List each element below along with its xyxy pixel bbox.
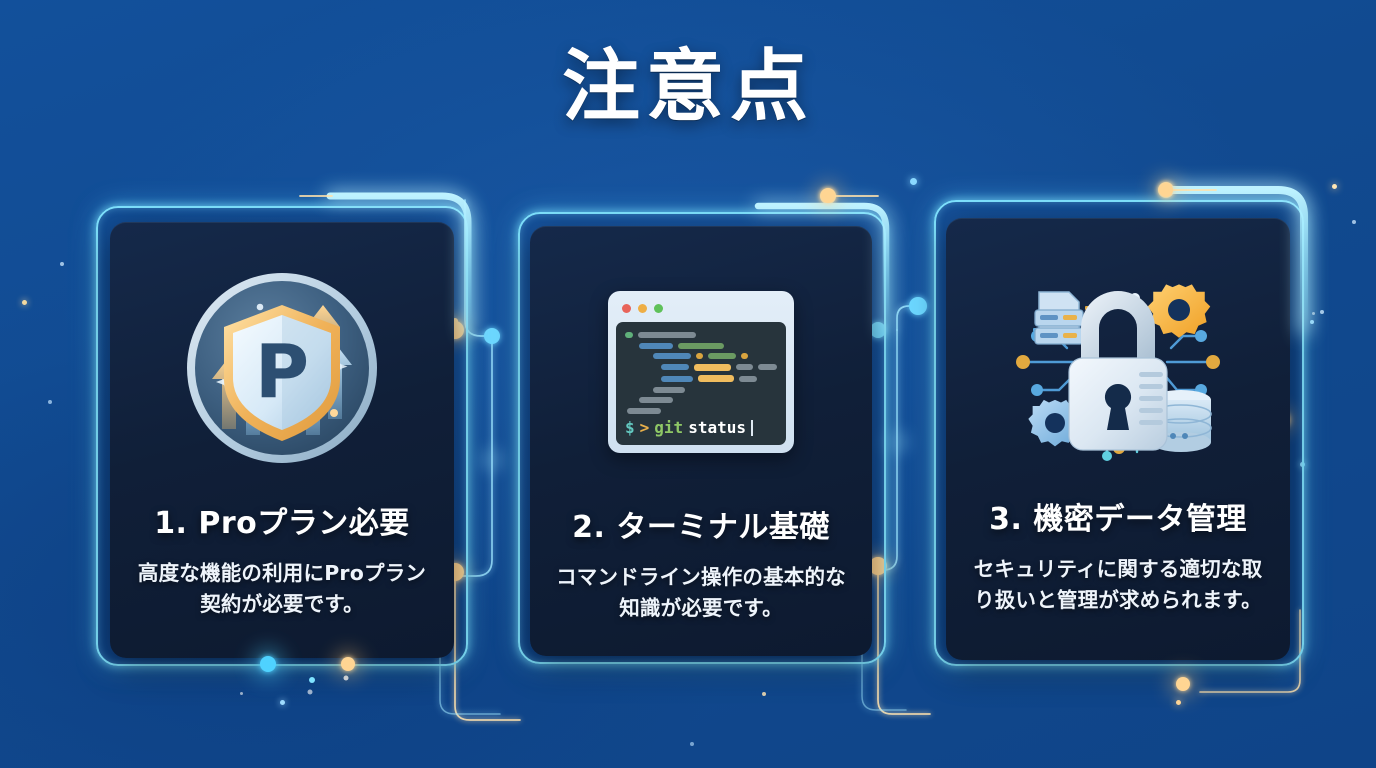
card-title: 3. 機密データ管理 xyxy=(989,502,1247,537)
terminal-content: $ > git status xyxy=(616,322,786,445)
card-terminal-basics[interactable]: $ > git status 2. ターミナル基礎 コマンドライン操作の基本的な… xyxy=(518,212,886,664)
terminal-code-lines xyxy=(625,332,777,418)
prompt-symbol: $ xyxy=(625,418,635,437)
particle xyxy=(1320,310,1324,314)
shield-pro-badge-icon: P xyxy=(182,268,382,468)
server-stack-icon xyxy=(1034,291,1084,345)
terminal-window-icon: $ > git status xyxy=(608,272,794,472)
card-title: 2. ターミナル基礎 xyxy=(572,510,830,545)
traffic-light-maximize-icon xyxy=(654,304,663,313)
particle xyxy=(762,692,766,696)
code-line xyxy=(625,363,777,371)
card-description: コマンドライン操作の基本的な知識が必要です。 xyxy=(556,565,846,621)
code-line xyxy=(625,397,777,403)
particle xyxy=(1176,700,1181,705)
terminal-window: $ > git status xyxy=(608,291,794,453)
code-line xyxy=(625,375,777,382)
particle xyxy=(60,262,64,266)
terminal-cursor xyxy=(750,419,753,436)
particle xyxy=(1310,320,1314,324)
code-line xyxy=(625,332,777,338)
particle xyxy=(22,300,27,305)
shield-letter: P xyxy=(255,329,309,415)
prompt-arrow-icon: > xyxy=(639,418,650,437)
card-neon-frame xyxy=(518,212,886,664)
particle xyxy=(1332,184,1337,189)
particle xyxy=(910,178,917,185)
terminal-prompt: $ > git status xyxy=(625,418,777,437)
code-line xyxy=(625,353,777,359)
terminal-titlebar xyxy=(616,299,786,318)
gear-icon xyxy=(1028,399,1082,447)
particle xyxy=(1352,220,1356,224)
terminal-argument: status xyxy=(688,418,746,437)
terminal-command: git xyxy=(654,418,684,437)
card-neon-frame xyxy=(934,200,1304,666)
card-description: 高度な機能の利用にProプラン契約が必要です。 xyxy=(137,561,427,617)
traffic-light-minimize-icon xyxy=(638,304,647,313)
padlock-circuit-security-icon xyxy=(1011,264,1225,464)
code-line xyxy=(625,386,777,393)
card-confidential-data[interactable]: 3. 機密データ管理 セキュリティに関する適切な取り扱いと管理が求められます。 xyxy=(934,200,1304,666)
particle xyxy=(1312,312,1315,315)
card-title: 1. Proプラン必要 xyxy=(154,506,410,541)
page-title: 注意点 xyxy=(561,42,814,132)
code-line xyxy=(625,407,777,414)
particle xyxy=(690,742,694,746)
card-body: P 1. Proプラン必要 高度な機能の利用にProプラン契約が必要です。 xyxy=(110,222,454,658)
code-line xyxy=(625,342,777,349)
card-body: 3. 機密データ管理 セキュリティに関する適切な取り扱いと管理が求められます。 xyxy=(946,218,1290,660)
card-body: $ > git status 2. ターミナル基礎 コマンドライン操作の基本的な… xyxy=(530,226,872,656)
particle xyxy=(48,400,52,404)
card-pro-plan[interactable]: P 1. Proプラン必要 高度な機能の利用にProプラン契約が必要です。 xyxy=(96,206,468,666)
card-description: セキュリティに関する適切な取り扱いと管理が求められます。 xyxy=(973,557,1263,613)
traffic-light-close-icon xyxy=(622,304,631,313)
particle xyxy=(240,692,243,695)
particle xyxy=(280,700,285,705)
gear-icon xyxy=(1147,284,1211,338)
